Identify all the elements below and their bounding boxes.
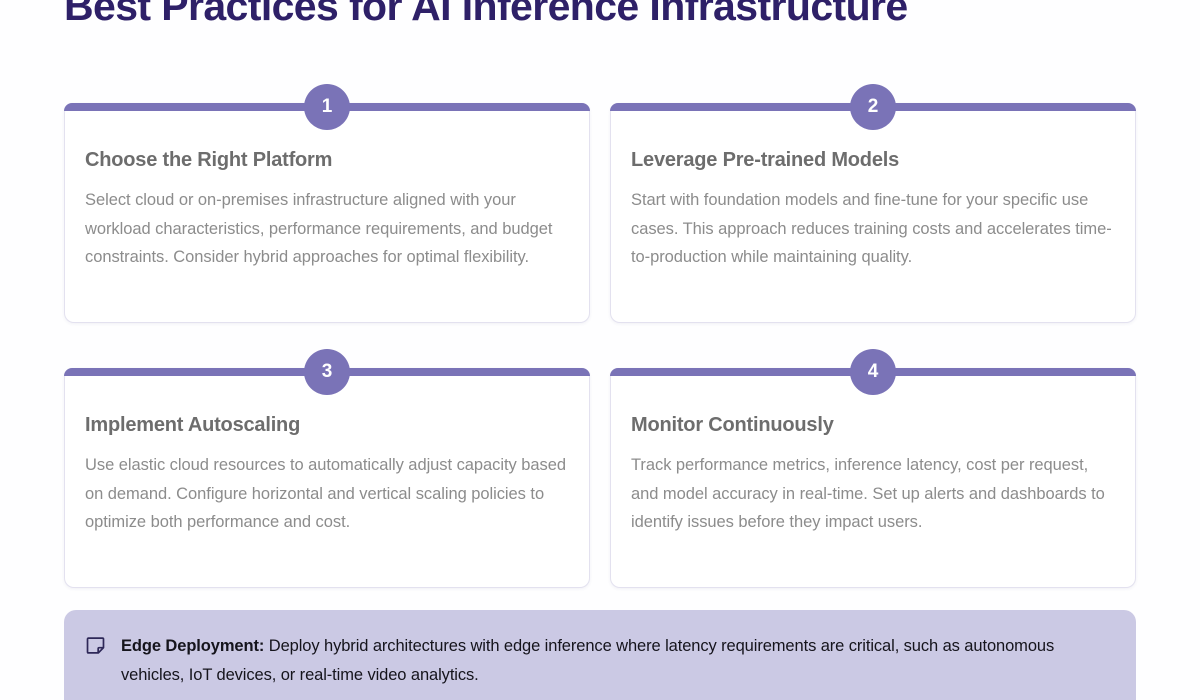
practice-card-1[interactable]: 1 Choose the Right Platform Select cloud…: [64, 84, 590, 323]
card-number-badge: 4: [850, 349, 896, 395]
card-description: Start with foundation models and fine-tu…: [631, 191, 1112, 267]
practice-card-3[interactable]: 3 Implement Autoscaling Use elastic clou…: [64, 349, 590, 588]
card-description: Track performance metrics, inference lat…: [631, 456, 1105, 532]
card-description: Use elastic cloud resources to automatic…: [85, 456, 566, 532]
card-description: Select cloud or on-premises infrastructu…: [85, 191, 553, 267]
card-title: Leverage Pre-trained Models: [631, 149, 900, 171]
card-title: Choose the Right Platform: [85, 149, 333, 171]
card-number-badge: 1: [304, 84, 350, 130]
card-title: Implement Autoscaling: [85, 414, 301, 436]
card-number-badge: 2: [850, 84, 896, 130]
callout-body: Deploy hybrid architectures with edge in…: [121, 637, 1055, 684]
card-number-badge: 3: [304, 349, 350, 395]
best-practices-grid: 1 Choose the Right Platform Select cloud…: [64, 84, 1136, 588]
callout-text: Edge Deployment: Deploy hybrid architect…: [121, 632, 1110, 690]
page-title: Best Practices for AI Inference Infrastr…: [64, 0, 908, 29]
callout-label: Edge Deployment:: [121, 637, 265, 655]
practice-card-4[interactable]: 4 Monitor Continuously Track performance…: [610, 349, 1136, 588]
card-title: Monitor Continuously: [631, 414, 834, 436]
sticky-note-icon: [86, 636, 105, 655]
edge-deployment-callout: Edge Deployment: Deploy hybrid architect…: [64, 610, 1136, 700]
practice-card-2[interactable]: 2 Leverage Pre-trained Models Start with…: [610, 84, 1136, 323]
